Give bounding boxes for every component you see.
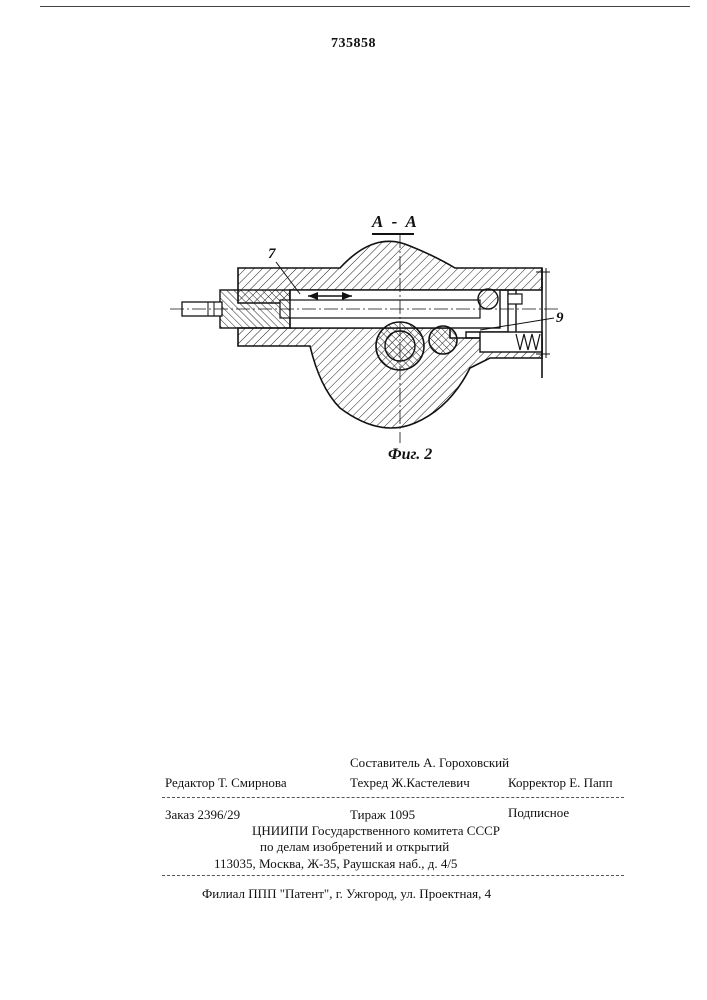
- institute-address: 113035, Москва, Ж-35, Раушская наб., д. …: [214, 856, 457, 872]
- subscription-status: Подписное: [508, 805, 569, 821]
- callout-7: 7: [268, 246, 276, 263]
- lever-nut: [508, 294, 522, 304]
- figure-caption: Фиг. 2: [388, 446, 432, 464]
- editor-credit: Редактор Т. Смирнова: [165, 775, 287, 791]
- tech-editor-credit: Техред Ж.Кастелевич: [350, 775, 470, 791]
- divider-rule-1: [162, 797, 624, 798]
- institute-line-1: ЦНИИПИ Государственного комитета СССР: [252, 823, 500, 839]
- detent-ball: [429, 326, 457, 354]
- patent-number: 735858: [0, 36, 707, 52]
- institute-line-2: по делам изобретений и открытий: [260, 839, 449, 855]
- proofreader-credit: Корректор Е. Папп: [508, 775, 613, 791]
- divider-rule-2: [162, 875, 624, 876]
- compiler-credit: Составитель А. Гороховский: [350, 755, 509, 771]
- technical-drawing-figure-2: [150, 228, 590, 458]
- main-shaft-inner: [385, 331, 415, 361]
- rod-end-ball: [478, 289, 498, 309]
- callout-9: 9: [556, 310, 564, 327]
- order-number: Заказ 2396/29: [165, 807, 240, 823]
- branch-address: Филиал ППП "Патент", г. Ужгород, ул. Про…: [202, 886, 491, 902]
- print-run: Тираж 1095: [350, 807, 415, 823]
- top-edge-rule: [40, 6, 690, 7]
